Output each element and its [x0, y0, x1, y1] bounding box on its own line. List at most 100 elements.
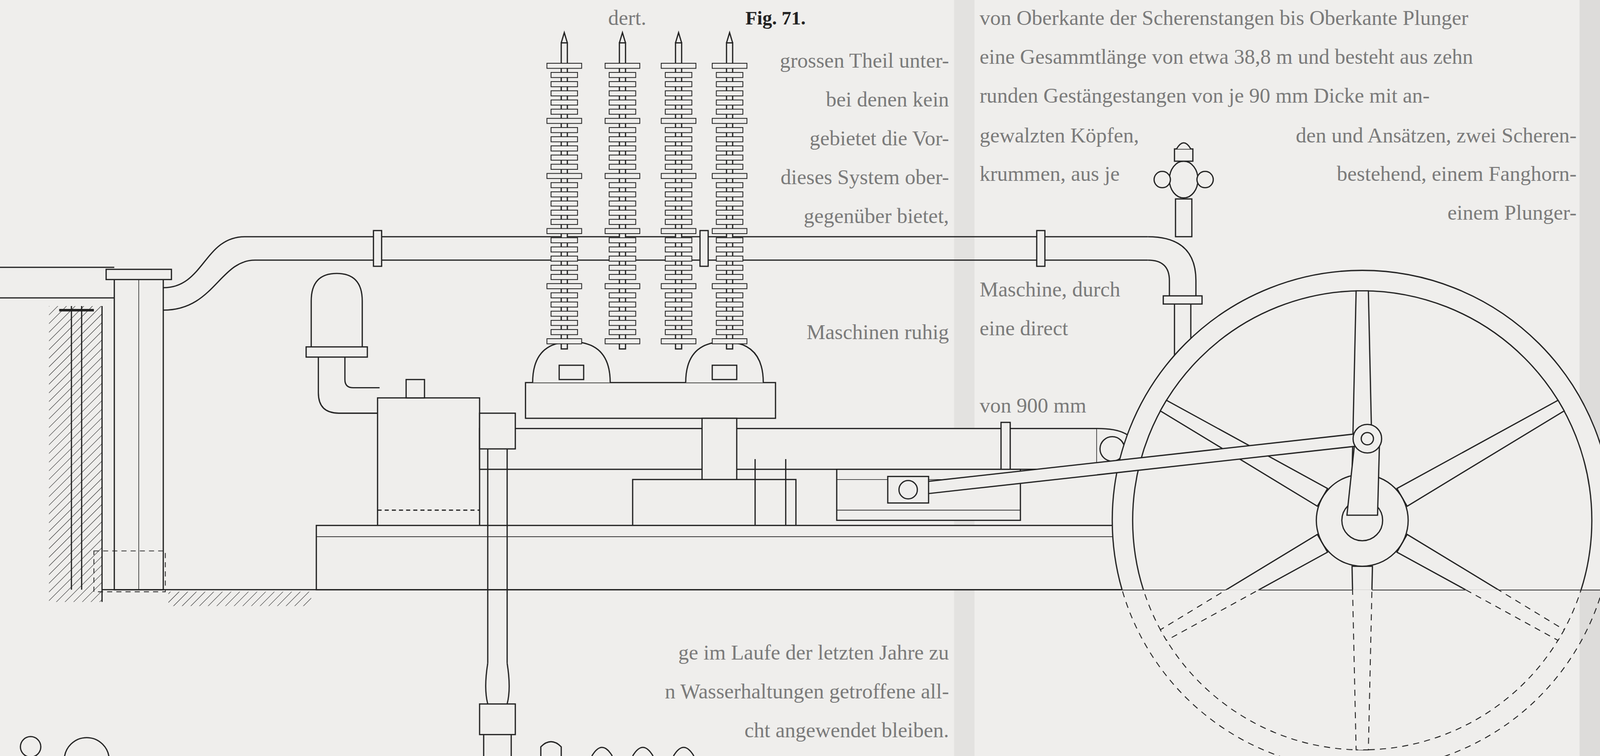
spring-disc: [551, 274, 578, 280]
spring-disc: [551, 99, 578, 106]
spring-disc: [551, 292, 578, 298]
rod-tip: [675, 32, 682, 43]
page-text: gewalzten Köpfen,: [979, 123, 1139, 149]
spring-disc: [661, 63, 696, 69]
spring-disc: [551, 311, 578, 317]
spring-disc: [609, 90, 636, 96]
spring-disc: [551, 136, 578, 142]
spring-disc: [716, 99, 743, 106]
spring-disc: [665, 200, 692, 207]
spring-disc: [551, 81, 578, 87]
spring-disc: [609, 191, 636, 198]
spring-disc: [716, 256, 743, 262]
spring-disc: [546, 63, 582, 69]
spring-disc: [551, 210, 578, 216]
spring-disc: [609, 154, 636, 161]
spring-disc: [665, 136, 692, 142]
spring-disc: [665, 109, 692, 115]
spring-disc: [716, 200, 743, 207]
spring-disc: [609, 302, 636, 308]
spring-disc: [609, 311, 636, 317]
spring-disc: [546, 173, 582, 179]
spring-disc: [609, 99, 636, 106]
spring-disc: [716, 210, 743, 216]
spring-disc: [609, 145, 636, 152]
floor-hatch: [168, 591, 312, 607]
spring-disc: [665, 154, 692, 161]
spring-disc: [546, 338, 582, 344]
spring-disc: [712, 228, 747, 234]
spring-disc: [716, 320, 743, 326]
spring-disc: [605, 118, 640, 124]
spring-disc: [609, 164, 636, 170]
spring-disc: [665, 164, 692, 170]
spring-disc: [716, 127, 743, 133]
spring-disc: [605, 173, 640, 179]
rod-tip: [561, 32, 568, 43]
spring-disc: [665, 292, 692, 298]
spring-disc: [712, 63, 747, 69]
spring-disc: [551, 256, 578, 262]
flywheel-spoke: [1397, 400, 1565, 506]
spring-disc: [716, 311, 743, 317]
spring-disc: [665, 182, 692, 189]
spring-disc: [716, 219, 743, 225]
page-gutter: [1579, 0, 1600, 756]
spring-disc: [661, 228, 696, 234]
engine-lines: [0, 32, 1600, 756]
spring-disc: [546, 228, 582, 234]
spring-disc: [551, 200, 578, 207]
page-text: krummen, aus je: [979, 161, 1120, 188]
spring-disc: [609, 210, 636, 216]
spring-disc: [551, 154, 578, 161]
spring-disc: [609, 329, 636, 335]
spring-disc: [546, 118, 582, 124]
flywheel-spoke: [1160, 589, 1328, 641]
spring-disc: [665, 127, 692, 133]
page-text: den und Ansätzen, zwei Scheren-: [1295, 123, 1577, 149]
page-text: eine direct: [979, 316, 1068, 342]
spring-disc: [609, 247, 636, 253]
spring-disc: [605, 228, 640, 234]
rod-tip: [726, 32, 733, 43]
spring-disc: [665, 320, 692, 326]
page-text: gebietet die Vor-: [809, 126, 950, 152]
spring-disc: [551, 302, 578, 308]
spring-disc: [716, 136, 743, 142]
spring-disc: [665, 256, 692, 262]
figure-title: Fig. 71.: [745, 6, 806, 30]
page-text: Maschine, durch: [979, 277, 1120, 303]
spring-disc: [716, 109, 743, 115]
spring-disc: [551, 127, 578, 133]
flywheel-spoke: [1352, 565, 1373, 590]
spring-disc: [665, 219, 692, 225]
spring-disc: [609, 109, 636, 115]
spring-disc: [661, 118, 696, 124]
spring-disc: [665, 210, 692, 216]
page-text: ge im Laufe der letzten Jahre zu: [678, 640, 949, 666]
spring-disc: [665, 145, 692, 152]
spring-disc: [551, 247, 578, 253]
flywheel-spoke: [1352, 589, 1373, 750]
page-gutter: [953, 0, 975, 756]
spring-disc: [551, 265, 578, 271]
spring-disc: [546, 283, 582, 289]
page-text: grossen Theil unter-: [779, 48, 950, 74]
spring-disc: [609, 237, 636, 244]
spring-disc: [551, 182, 578, 189]
spring-disc: [551, 219, 578, 225]
spring-disc: [665, 237, 692, 244]
spring-disc: [661, 173, 696, 179]
page-text: eine Gesammtlänge von etwa 38,8 m und be…: [979, 44, 1473, 71]
spring-disc: [609, 292, 636, 298]
page-text: Maschinen ruhig: [806, 319, 950, 346]
spring-disc: [609, 136, 636, 142]
page-text: cht angewendet bleiben.: [744, 717, 949, 744]
spring-disc: [716, 154, 743, 161]
spring-disc: [551, 191, 578, 198]
spring-disc: [665, 81, 692, 87]
spring-disc: [609, 256, 636, 262]
spring-disc: [661, 283, 696, 289]
page-text: dieses System ober-: [780, 164, 950, 191]
